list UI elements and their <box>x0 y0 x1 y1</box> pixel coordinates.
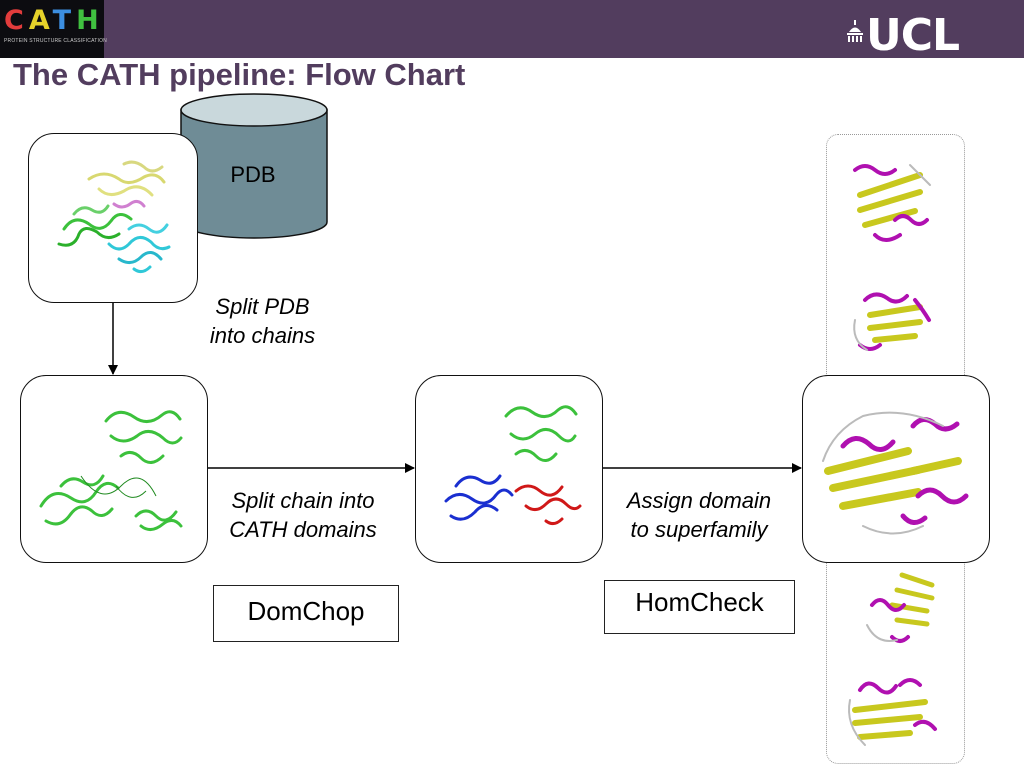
step-split-pdb-label: Split PDB into chains <box>190 292 335 350</box>
superfamily-member-structure-4 <box>848 678 937 746</box>
cath-letter-c: C <box>4 5 29 36</box>
page-title: The CATH pipeline: Flow Chart <box>13 57 466 92</box>
homcheck-tool-box: HomCheck <box>604 580 795 634</box>
cath-letter-t: T <box>52 5 77 36</box>
superfamily-structure-box <box>802 375 990 563</box>
chain-structure-image <box>39 410 183 531</box>
ucl-logo: UCL <box>866 14 960 58</box>
step-split-pdb-line2: into chains <box>209 323 316 348</box>
step-assign-domain-line2: to superfamily <box>630 517 768 542</box>
step-split-pdb-line1: Split PDB <box>215 294 310 319</box>
superfamily-member-structure-3 <box>866 572 935 643</box>
domchop-tool-box: DomChop <box>213 585 399 642</box>
chain-structure-box <box>20 375 208 563</box>
cath-letter-h: H <box>76 5 104 36</box>
step-split-chain-line1: Split chain into <box>231 488 375 513</box>
superfamily-member-structure-1 <box>853 164 931 242</box>
ucl-dome-icon <box>847 20 863 42</box>
step-split-chain-label: Split chain into CATH domains <box>208 486 398 544</box>
cath-letter-a: A <box>28 5 53 36</box>
pdb-cylinder-icon <box>180 93 328 239</box>
domains-structure-box <box>415 375 603 563</box>
step-split-chain-line2: CATH domains <box>229 517 377 542</box>
cath-logo-text: CATH <box>4 6 104 36</box>
ucl-logo-text: UCL <box>866 10 960 61</box>
header-bar: CATH PROTEIN STRUCTURE CLASSIFICATION UC… <box>0 0 1024 58</box>
superfamily-member-structure-2 <box>853 292 931 351</box>
superfamily-structure-image <box>822 411 969 535</box>
step-assign-domain-label: Assign domain to superfamily <box>604 486 794 544</box>
cath-logo: CATH PROTEIN STRUCTURE CLASSIFICATION <box>0 0 107 58</box>
pdb-entry-structure-box <box>28 133 198 303</box>
step-assign-domain-line1: Assign domain <box>626 488 772 513</box>
cath-logo-subtitle: PROTEIN STRUCTURE CLASSIFICATION <box>4 38 107 44</box>
pdb-label: PDB <box>230 162 276 187</box>
domains-structure-image <box>444 405 582 526</box>
protein-structure-image <box>57 160 171 274</box>
